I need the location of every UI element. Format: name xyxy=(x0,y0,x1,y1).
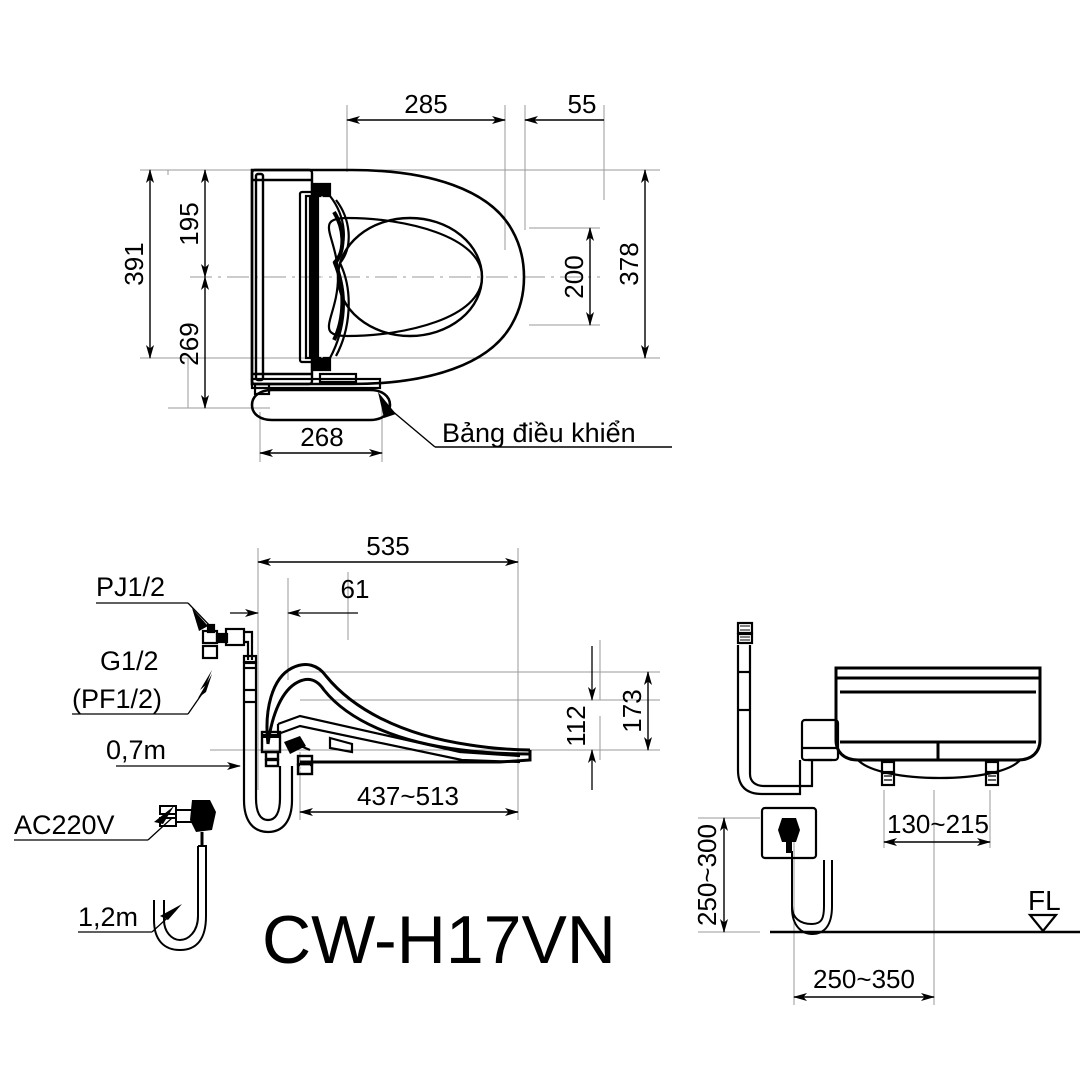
dim-250-350-text: 250~350 xyxy=(813,964,915,994)
cable-length-label: 1,2m xyxy=(78,902,138,932)
dim-200-text: 200 xyxy=(559,255,589,298)
dim-269: 269 xyxy=(174,276,209,409)
mounting-tabs-plan xyxy=(250,372,382,396)
control-panel-shape xyxy=(250,388,392,422)
ac220v-leader xyxy=(14,806,174,841)
hinge-assembly-plan xyxy=(298,182,350,372)
mounting-bolts-front xyxy=(880,760,1000,787)
dim-535: 535 xyxy=(257,531,519,566)
model-name: CW-H17VN xyxy=(262,902,616,978)
dim-0-7m: 0,7m xyxy=(106,735,241,770)
water-supply-fitting xyxy=(201,623,258,670)
front-view-group: FL xyxy=(692,621,1080,1005)
dim-195: 195 xyxy=(174,169,209,278)
supply-hose xyxy=(242,668,294,834)
top-view-group: Bảng điều khiển 285 55 391 195 269 xyxy=(119,89,672,462)
supply-hose-front xyxy=(736,621,814,796)
cable-length-leader xyxy=(78,904,182,933)
dim-378: 378 xyxy=(614,169,649,359)
dim-268-text: 268 xyxy=(300,422,343,452)
control-panel-leader xyxy=(378,392,672,448)
dim-437-513: 437~513 xyxy=(299,781,519,816)
dim-250-350: 250~350 xyxy=(793,964,935,1001)
dim-437-513-text: 437~513 xyxy=(357,781,459,811)
dim-173: 173 xyxy=(617,671,652,751)
g-leader xyxy=(72,670,212,715)
dim-285-text: 285 xyxy=(404,89,447,119)
dim-378-text: 378 xyxy=(614,242,644,285)
dim-0-7m-text: 0,7m xyxy=(106,735,166,765)
side-view-group: PJ1/2 G1/2 (PF1/2) AC220V 1,2m 0,7m xyxy=(14,531,660,978)
fl-label: FL xyxy=(1028,885,1061,916)
wall-socket-front xyxy=(760,806,833,936)
dim-391-text: 391 xyxy=(119,242,149,285)
dim-112-text: 112 xyxy=(561,705,591,746)
control-panel-label: Bảng điều khiển xyxy=(442,418,636,448)
pj-label: PJ1/2 xyxy=(96,572,165,602)
dim-250-300-text: 250~300 xyxy=(692,824,722,926)
g-label: G1/2 xyxy=(100,646,159,676)
dim-250-300: 250~300 xyxy=(692,817,728,933)
dim-268: 268 xyxy=(259,422,383,457)
fl-symbol: FL xyxy=(1027,885,1061,933)
dim-61: 61 xyxy=(230,574,370,617)
dim-130-215-text: 130~215 xyxy=(887,809,989,839)
dim-61-text: 61 xyxy=(341,574,370,604)
dim-55-text: 55 xyxy=(568,89,597,119)
dim-285: 285 xyxy=(346,89,506,124)
washlet-mount-side xyxy=(260,730,314,776)
toilet-seat-plan-outline xyxy=(250,168,526,386)
dim-195-text: 195 xyxy=(174,202,204,245)
bowl-arc-front xyxy=(857,759,1021,780)
dim-173-text: 173 xyxy=(617,689,647,732)
pf-label: (PF1/2) xyxy=(72,684,162,714)
dim-130-215: 130~215 xyxy=(883,809,991,846)
ac220v-label: AC220V xyxy=(14,810,115,840)
dim-391: 391 xyxy=(119,169,154,359)
pj-leader xyxy=(96,602,213,631)
dim-112: 112 xyxy=(561,646,596,790)
dim-200: 200 xyxy=(559,227,594,326)
dim-535-text: 535 xyxy=(366,531,409,561)
dim-269-text: 269 xyxy=(174,322,204,365)
dim-55: 55 xyxy=(524,89,604,124)
